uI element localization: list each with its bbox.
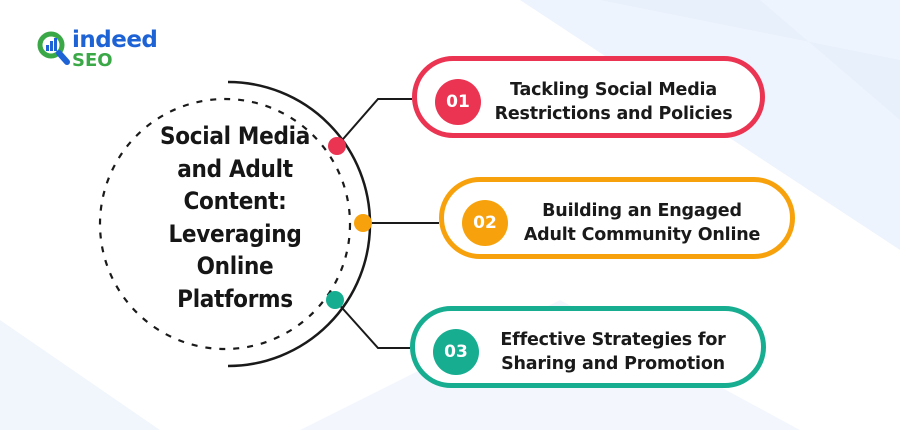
topic-text-line: Sharing and Promotion xyxy=(501,354,725,374)
topic-text-line: Effective Strategies for xyxy=(500,330,726,350)
node-dot-1 xyxy=(328,137,346,155)
topic-text: Effective Strategies for Sharing and Pro… xyxy=(485,311,741,393)
topic-text-line: Tackling Social Media xyxy=(510,80,717,100)
title-line: Online xyxy=(196,252,274,280)
title-line: Platforms xyxy=(177,284,293,313)
topic-text-line: Building an Engaged xyxy=(542,201,742,221)
topic-number-badge: 02 xyxy=(462,200,508,246)
topic-card-2: 02 Building an Engaged Adult Community O… xyxy=(439,177,795,259)
title-line: Content: xyxy=(183,187,287,215)
topic-card-1: 01 Tackling Social Media Restrictions an… xyxy=(412,56,765,138)
topic-card-3: 03 Effective Strategies for Sharing and … xyxy=(410,306,766,388)
node-dot-3 xyxy=(326,291,344,309)
brand-name: indeed xyxy=(72,27,158,53)
brand-sub: SEO xyxy=(72,50,113,71)
topic-text: Tackling Social Media Restrictions and P… xyxy=(487,61,740,143)
brand-logo: indeed SEO xyxy=(36,26,176,76)
node-dot-2 xyxy=(354,214,372,232)
title-line: Social Media xyxy=(159,122,310,150)
topic-number-badge: 03 xyxy=(433,329,479,375)
topic-number-badge: 01 xyxy=(435,79,481,125)
main-title: Social Media and Adult Content: Leveragi… xyxy=(130,120,340,315)
connector-line-1 xyxy=(336,98,412,147)
connector-line-3 xyxy=(334,299,410,349)
title-dashed-circle xyxy=(98,97,352,351)
magnifier-logo-icon xyxy=(37,31,70,65)
topic-text-line: Adult Community Online xyxy=(523,225,761,245)
title-line: Leveraging xyxy=(168,219,302,248)
topic-text-line: Restrictions and Policies xyxy=(494,104,733,124)
topic-text: Building an Engaged Adult Community Onli… xyxy=(514,182,770,264)
title-line: and Adult xyxy=(177,154,293,183)
